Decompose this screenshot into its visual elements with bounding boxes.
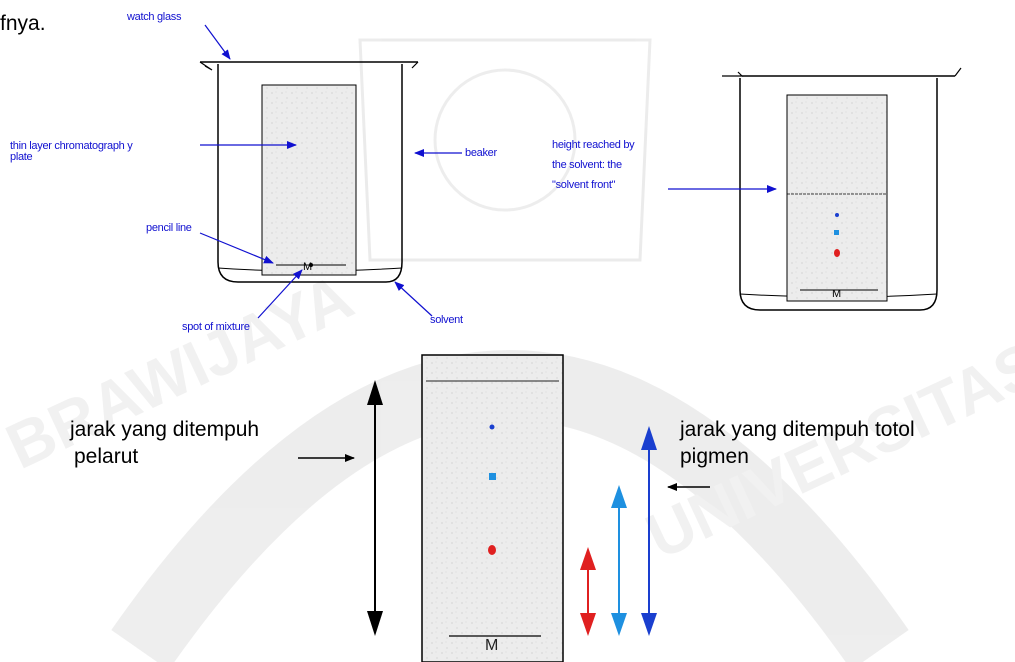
- spot-dark-blue-small: [835, 213, 839, 217]
- plate-mark-right: M: [832, 288, 842, 300]
- label-solvent-front-2: the solvent: the: [552, 159, 622, 171]
- label-spot-of-mixture: spot of mixture: [182, 321, 250, 333]
- label-tlc-plate: thin layer chromatograph y: [10, 140, 133, 152]
- spot-light-blue: [489, 473, 496, 480]
- spot-red: [488, 545, 496, 555]
- label-pigment-distance-2: pigmen: [680, 445, 749, 468]
- arrow-solvent: [394, 281, 433, 317]
- pigment-distance-arrow-light-blue: [611, 485, 627, 636]
- spot-dark-blue: [489, 424, 495, 430]
- arrow-spot: [257, 269, 303, 319]
- label-solvent-distance-1: jarak yang ditempuh: [70, 418, 260, 441]
- tlc-plate-right: [786, 94, 888, 302]
- solvent-distance-arrow: [367, 380, 383, 636]
- plate-mark-enlarged: M: [485, 637, 499, 654]
- arrow-watch-glass: [204, 24, 231, 60]
- label-beaker: beaker: [465, 147, 497, 159]
- pigment-distance-arrow-red: [580, 547, 596, 636]
- label-solvent: solvent: [430, 314, 463, 326]
- tlc-plate-left: [261, 84, 357, 276]
- label-watch-glass: watch glass: [127, 11, 182, 23]
- page-text-fragment: fnya.: [0, 12, 46, 35]
- plate-mark-left: M: [303, 261, 313, 273]
- label-pigment-distance-1: jarak yang ditempuh totol: [680, 418, 915, 441]
- label-solvent-distance-2: pelarut: [74, 445, 139, 468]
- tlc-plate-enlarged: [421, 354, 564, 662]
- arrow-pencil-line: [199, 232, 274, 264]
- pigment-distance-arrow-dark-blue: [641, 426, 657, 636]
- label-pencil-line: pencil line: [146, 222, 192, 234]
- spot-light-blue-small: [834, 230, 839, 235]
- label-tlc-plate-2: plate: [10, 151, 33, 163]
- label-solvent-front-3: "solvent front": [552, 179, 616, 191]
- label-solvent-front-1: height reached by: [552, 139, 635, 151]
- spot-red-small: [834, 249, 840, 257]
